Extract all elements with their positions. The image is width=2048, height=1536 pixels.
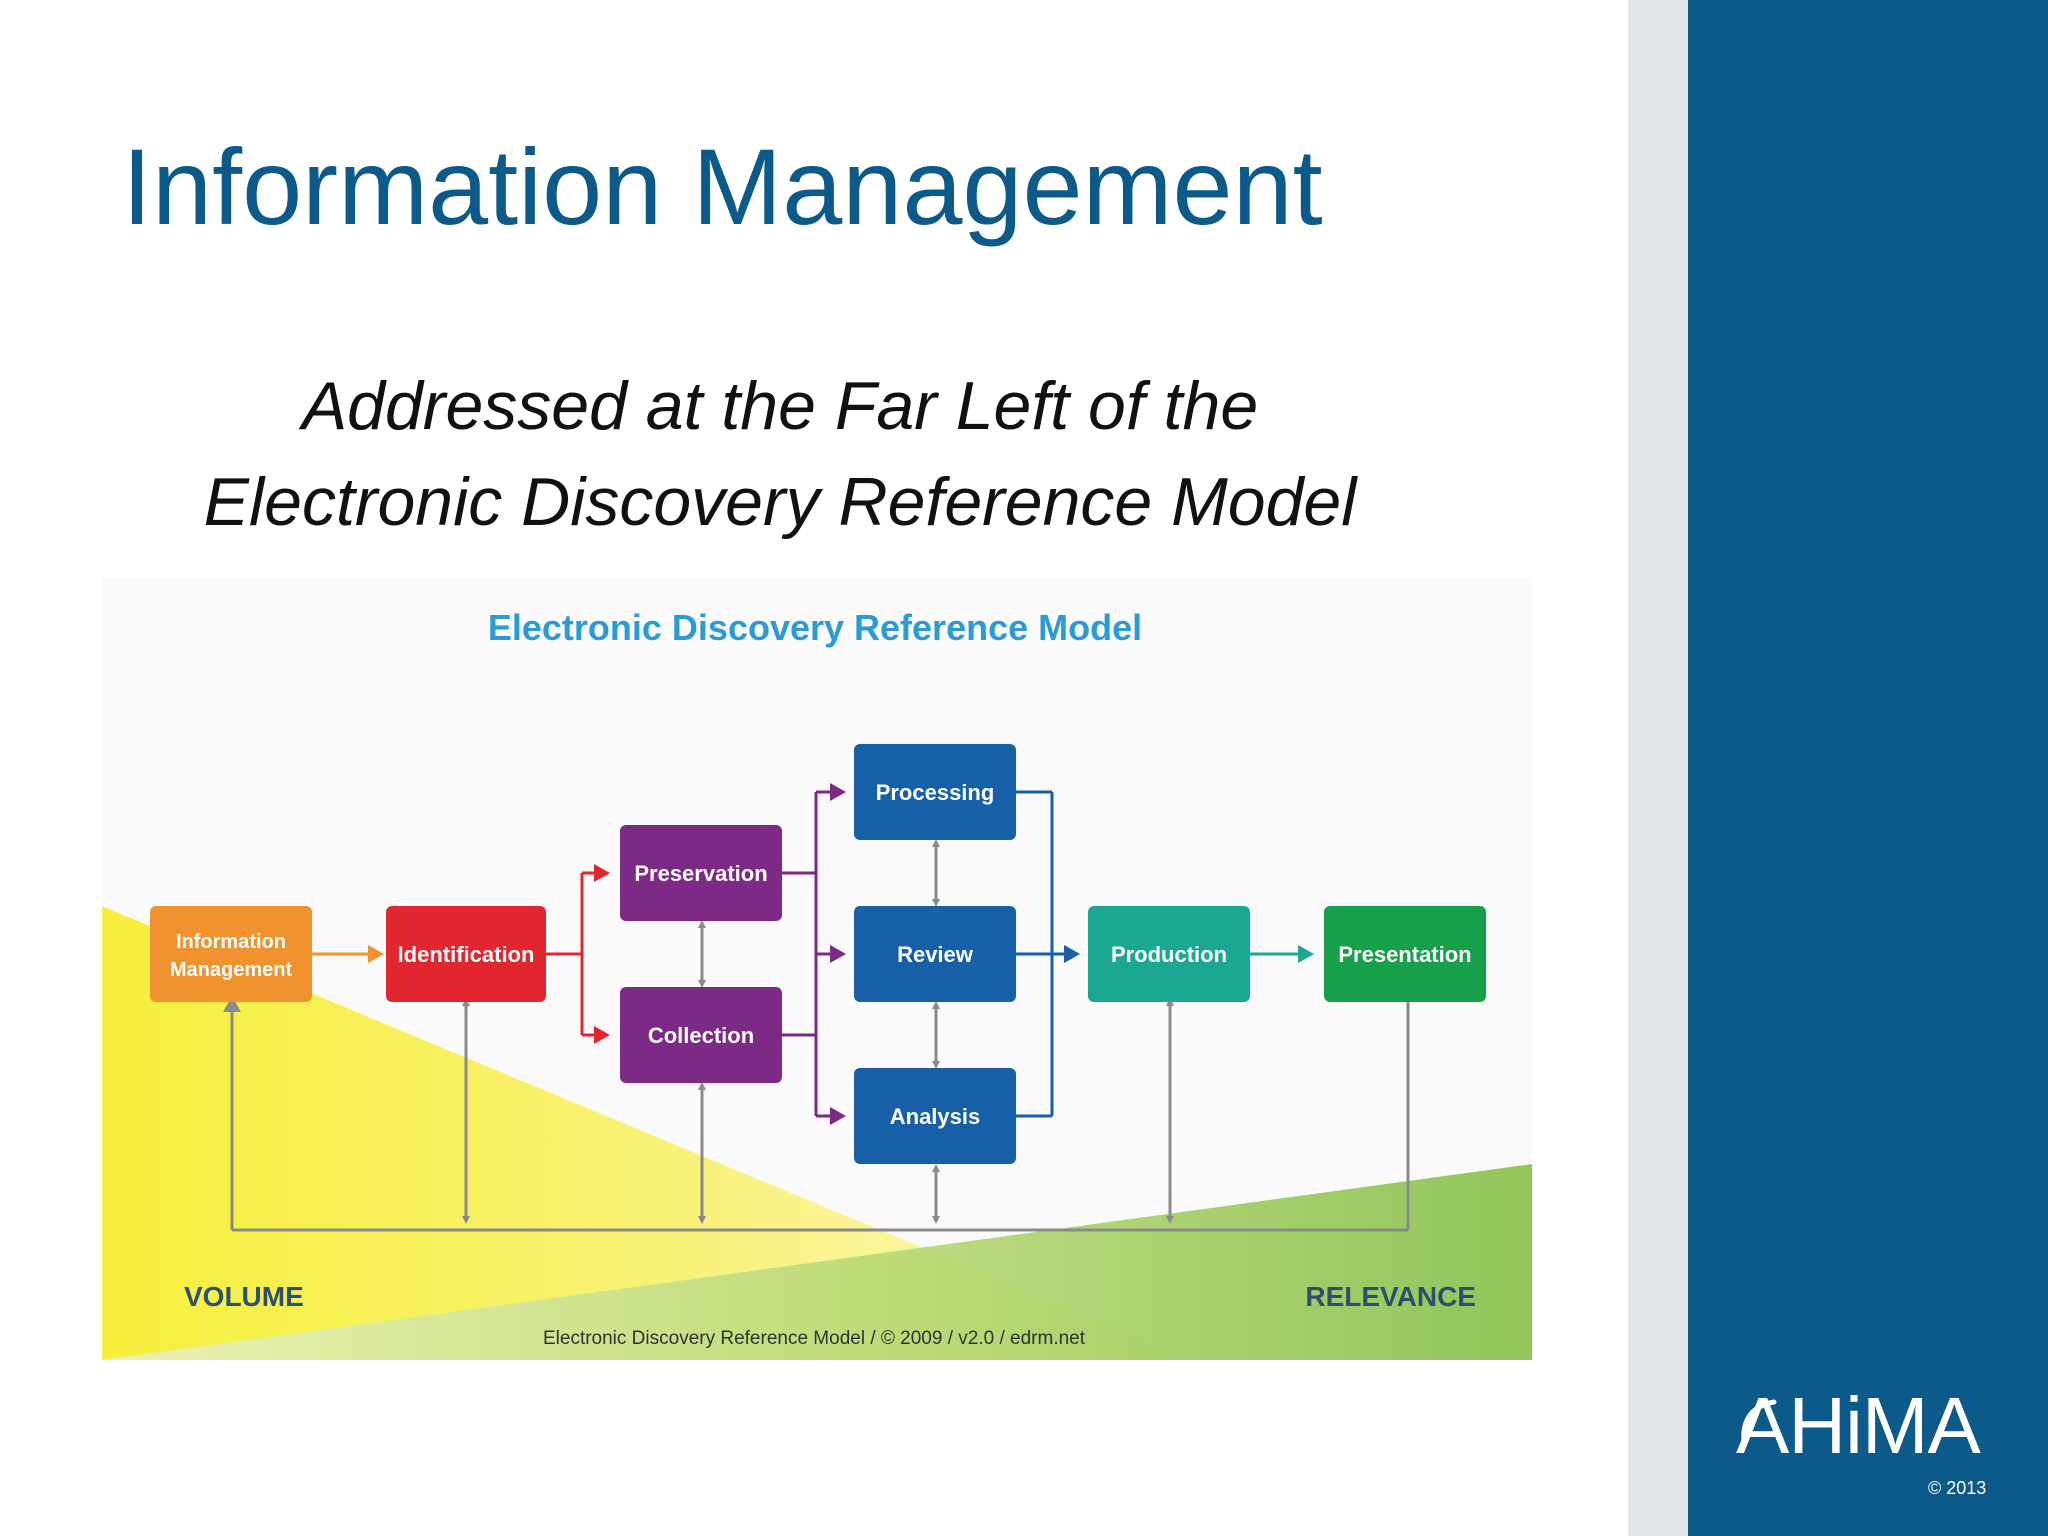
stage-label-management: Management [170,959,293,981]
stage-production: Production [1088,906,1250,1002]
relevance-wedge [102,1164,1532,1360]
stage-label-review: Review [897,942,974,967]
feedback-loop [230,839,1410,1232]
stage-identification: Identification [386,906,546,1002]
diagram-heading: Electronic Discovery Reference Model [488,607,1142,648]
subtitle-line-2: Electronic Discovery Reference Model [203,464,1357,540]
sidebar-light-strip [1628,0,1688,1536]
logo-swoosh-icon [1741,1399,1777,1445]
edrm-diagram: Electronic Discovery Reference Model [102,578,1532,1360]
slide-subtitle: Addressed at the Far Left of the Electro… [100,358,1460,550]
copyright-text: © 2013 [1928,1478,1987,1498]
stage-label-production: Production [1111,942,1227,967]
stage-processing: Processing [854,744,1016,840]
stage-label-collection: Collection [648,1023,754,1048]
info-mgmt-feedback-arrow [223,996,241,1012]
sidebar-brand-panel [1688,0,2048,1536]
stage-analysis: Analysis [854,1068,1016,1164]
stage-label-processing: Processing [876,780,995,805]
stage-label-information: Information [176,931,286,953]
connectors [312,783,1314,1125]
page-title: Information Management [122,126,1323,247]
stage-collection: Collection [620,987,782,1083]
volume-wedge [102,906,1192,1360]
relevance-label: RELEVANCE [1305,1281,1476,1312]
stage-presentation: Presentation [1324,906,1486,1002]
stage-preservation: Preservation [620,825,782,921]
stage-label-identification: Identification [398,942,535,967]
stage-review: Review [854,906,1016,1002]
stage-label-analysis: Analysis [890,1104,981,1129]
volume-label: VOLUME [184,1281,304,1312]
stage-information-management: Information Management [150,906,312,1002]
ahima-logo: AHiMA [1736,1381,1981,1470]
diagram-footer: Electronic Discovery Reference Model / ©… [543,1328,1086,1349]
stage-label-presentation: Presentation [1338,942,1471,967]
subtitle-line-1: Addressed at the Far Left of the [301,368,1259,444]
stage-label-preservation: Preservation [634,861,767,886]
